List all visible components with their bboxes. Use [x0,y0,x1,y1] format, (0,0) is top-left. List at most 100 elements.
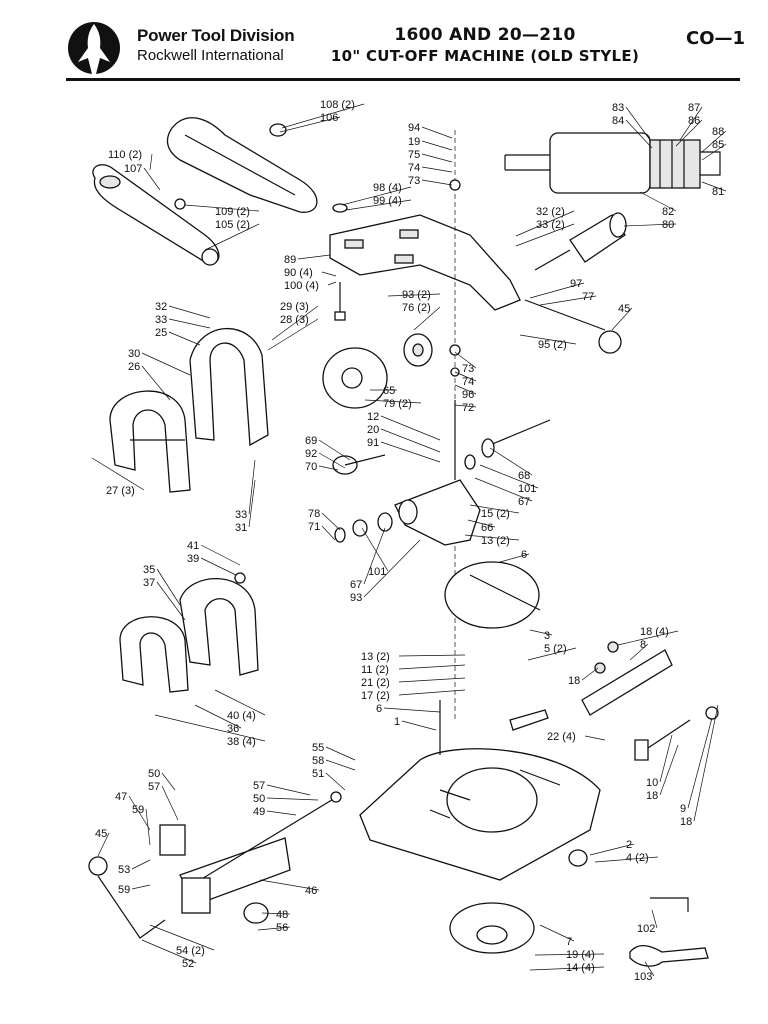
part-label: 7 [566,936,572,948]
part-label: 54 (2) [176,945,205,957]
part-label: 18 [680,816,692,828]
leader-line [629,643,649,661]
leader-line [589,843,635,856]
part-label: 87 [688,102,700,114]
part-label: 15 (2) [481,508,510,520]
part-label: 97 [570,278,582,290]
leader-line [539,295,597,306]
part-label: 46 [305,885,317,897]
arbor-assembly [332,419,551,546]
leader-line [398,677,466,683]
leader-line [398,689,466,696]
part-label: 95 (2) [538,339,567,351]
leader-line [701,181,727,192]
part-label: 101 [368,566,386,578]
leader-line [380,415,441,441]
leader-line [345,199,412,211]
part-label: 57 [148,781,160,793]
leader-line [327,281,337,286]
leader-line [617,630,679,646]
part-label: 71 [308,521,320,533]
part-label: 99 (4) [373,195,402,207]
leader-line [325,772,346,791]
leader-line [529,629,553,636]
part-label: 58 [312,755,324,767]
part-label: 9 [680,803,686,815]
leader-line [529,282,585,299]
leader-line [156,581,186,621]
part-label: 3 [544,630,550,642]
part-label: 66 [481,522,493,534]
leader-line [454,384,477,395]
part-label: 11 (2) [361,664,389,676]
parts-drawing [88,117,721,967]
leader-line [387,293,441,297]
part-label: 90 (4) [284,267,313,279]
part-label: 85 [712,139,724,151]
leader-line [145,808,151,846]
leader-line [693,704,719,822]
leader-line [701,130,727,153]
part-label: 57 [253,780,265,792]
part-label: 109 (2) [215,206,250,218]
leader-line [318,439,351,461]
leader-line [248,479,256,528]
part-label: 110 (2) [108,149,142,161]
leader-line [474,477,533,502]
leader-line [361,527,389,572]
leader-line [527,647,577,661]
part-label: 26 [128,361,140,373]
part-label: 103 [634,971,652,983]
arm-casting [329,203,521,321]
part-label: 98 (4) [373,182,402,194]
part-label: 89 [284,254,296,266]
leader-line [519,334,577,345]
spindle-shaft [449,130,461,720]
part-label: 32 [155,301,167,313]
leader-line [200,544,241,566]
leader-line [266,810,297,816]
part-label: 52 [182,958,194,970]
leader-line [701,143,727,161]
part-label: 68 [518,470,530,482]
part-label: 107 [124,163,142,175]
part-label: 18 [646,790,658,802]
leader-line [194,704,242,729]
leader-line [267,318,319,351]
leader-line [398,664,466,670]
part-label: 56 [276,922,288,934]
leader-line [401,720,437,731]
part-label: 59 [118,884,130,896]
leader-line [200,557,237,576]
leader-line [398,654,466,657]
lower-blade-guard [119,572,259,693]
part-label: 38 (4) [227,736,256,748]
part-label: 19 (4) [566,949,595,961]
part-label: 80 [662,219,674,231]
leader-line [644,961,655,977]
leader-line [594,856,659,863]
leader-line [149,924,215,951]
leader-line [659,734,673,783]
motor-pulley [534,212,627,271]
leader-line [383,707,441,713]
part-label: 73 [408,175,420,187]
part-label: 17 (2) [361,690,390,702]
brand-company: Rockwell International [137,47,284,64]
part-label: 32 (2) [536,206,565,218]
leader-line [625,106,651,141]
part-label: 31 [235,522,247,534]
leader-line [539,924,575,942]
part-label: 48 [276,909,288,921]
part-label: 6 [376,703,382,715]
part-label: 93 [350,592,362,604]
part-label: 45 [95,828,107,840]
part-label: 70 [305,461,317,473]
leader-line [143,167,161,191]
leader-line [534,953,605,956]
part-label: 101 [518,483,536,495]
part-label: 19 [408,136,420,148]
part-label: 51 [312,768,324,780]
